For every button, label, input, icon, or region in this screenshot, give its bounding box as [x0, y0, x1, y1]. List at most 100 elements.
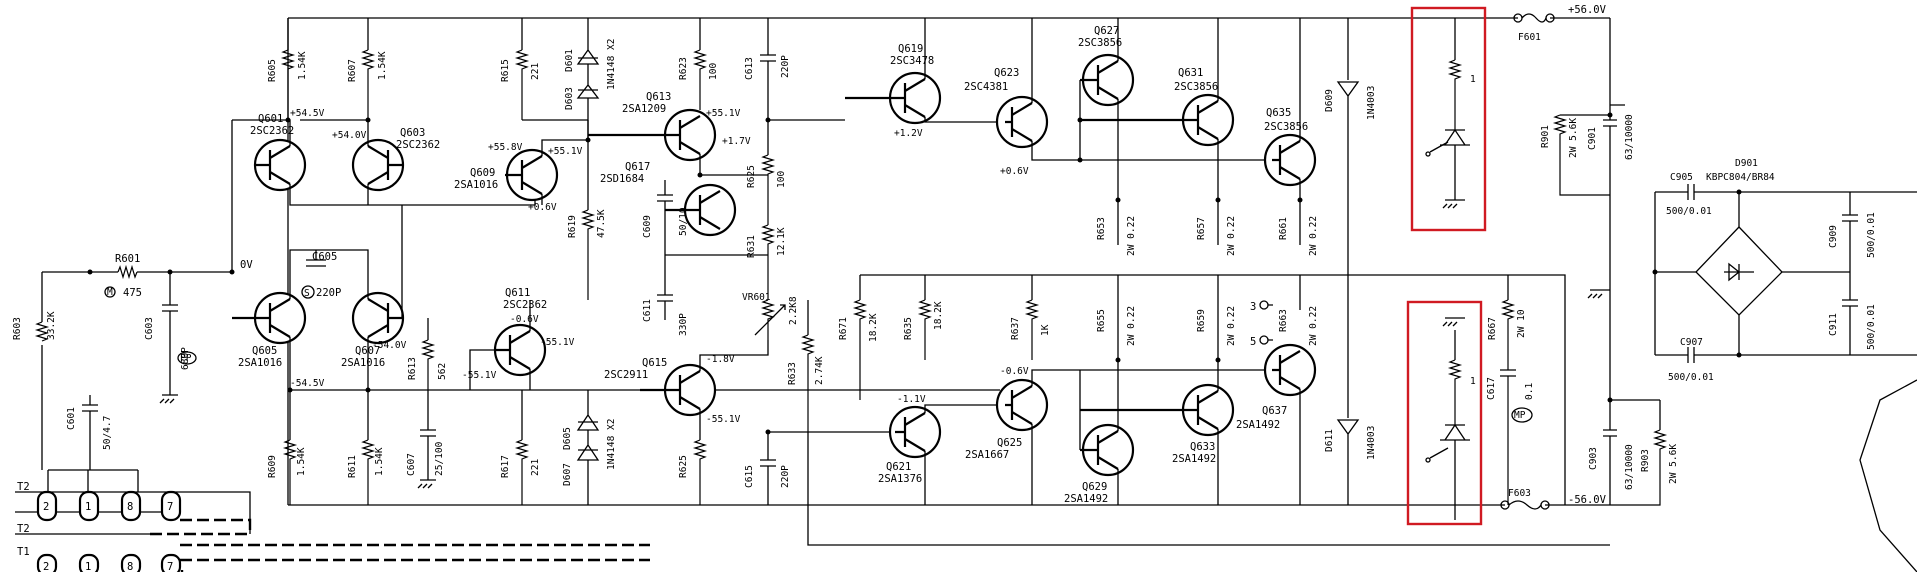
r603-label: R603 [12, 317, 23, 340]
svg-text:500/0.01: 500/0.01 [1668, 372, 1714, 383]
svg-text:1.54K: 1.54K [377, 51, 388, 80]
svg-text:2W 0.22: 2W 0.22 [1308, 306, 1319, 346]
svg-text:18.2K: 18.2K [868, 313, 879, 342]
svg-text:R659: R659 [1196, 309, 1207, 332]
svg-text:+55.8V: +55.8V [488, 142, 523, 153]
svg-text:R661: R661 [1278, 217, 1289, 240]
svg-text:2SC3856: 2SC3856 [1174, 81, 1218, 93]
svg-text:C607: C607 [406, 453, 417, 476]
svg-text:Q605: Q605 [252, 345, 277, 357]
svg-text:1.54K: 1.54K [296, 447, 307, 476]
svg-text:2SA1016: 2SA1016 [341, 357, 385, 369]
svg-text:F601: F601 [1518, 32, 1541, 43]
svg-text:Q637: Q637 [1262, 405, 1287, 417]
svg-text:R613: R613 [407, 357, 418, 380]
svg-text:C617: C617 [1486, 377, 1497, 400]
pp-marker: PP [177, 351, 197, 365]
svg-text:PP: PP [180, 353, 192, 364]
d609-d611: D609 1N4003 D611 1N4003 [1324, 18, 1377, 505]
svg-text:2W 5.6K: 2W 5.6K [1668, 444, 1679, 484]
svg-text:2SA1376: 2SA1376 [878, 473, 922, 485]
svg-text:-55.1V: -55.1V [706, 414, 741, 425]
upper-protection-block: 1 [1410, 6, 1487, 232]
svg-text:C909: C909 [1828, 225, 1839, 248]
svg-text:2W 0.22: 2W 0.22 [1126, 216, 1137, 256]
c603-label: C603 [144, 317, 155, 340]
r631-r633: R625 100 R631 12.1K [746, 120, 787, 300]
svg-text:2W 0.22: 2W 0.22 [1226, 216, 1237, 256]
svg-text:2.2K8: 2.2K8 [788, 296, 799, 325]
svg-text:2SC3478: 2SC3478 [890, 55, 934, 67]
svg-text:C907: C907 [1680, 337, 1703, 348]
fuses: F601 F603 [1500, 13, 1555, 510]
svg-text:330P: 330P [678, 313, 689, 336]
r619: R619 47.5K [567, 140, 607, 300]
svg-text:KBPC804/BR84: KBPC804/BR84 [1706, 172, 1775, 183]
svg-text:2: 2 [43, 561, 49, 572]
svg-text:221: 221 [530, 63, 541, 80]
svg-text:C911: C911 [1828, 313, 1839, 336]
svg-text:2SA1492: 2SA1492 [1172, 453, 1216, 465]
c601-value: 50/4.7 [102, 416, 113, 450]
svg-text:2SC2911: 2SC2911 [604, 369, 648, 381]
svg-text:Q627: Q627 [1094, 25, 1119, 37]
svg-text:R663: R663 [1278, 309, 1289, 332]
svg-text:2W 0.22: 2W 0.22 [1308, 216, 1319, 256]
q603-ref: Q603 [400, 127, 425, 139]
svg-text:2SD1684: 2SD1684 [600, 173, 644, 185]
svg-text:Q623: Q623 [994, 67, 1019, 79]
zero-volt-label: 0V [240, 259, 253, 271]
svg-text:Q617: Q617 [625, 161, 650, 173]
svg-text:2.74K: 2.74K [814, 356, 825, 385]
svg-text:S: S [304, 288, 310, 299]
q603-part: 2SC2362 [396, 139, 440, 151]
diodes-d601-d603: D601 1N4148 X2 D603 [564, 18, 617, 140]
svg-text:63/10000: 63/10000 [1624, 444, 1635, 490]
q601-part: 2SC2362 [250, 125, 294, 137]
svg-text:2SA1492: 2SA1492 [1236, 419, 1280, 431]
svg-text:-0.6V: -0.6V [510, 314, 539, 325]
svg-text:C605: C605 [312, 251, 337, 263]
input-section: R601 475 M R603 33.2K C603 680P PP C601 … [12, 253, 253, 470]
q611-stage: Q611 2SC2362 -0.6V -55.1V -55.1V [462, 287, 575, 390]
c603-value: 680P [180, 347, 191, 370]
svg-text:C901: C901 [1587, 127, 1598, 150]
t2-pin-1: 1 [85, 501, 91, 513]
svg-text:Q629: Q629 [1082, 481, 1107, 493]
pos-rail-label: +56.0V [1568, 4, 1607, 16]
v-54-0: +54.0V [332, 130, 367, 141]
bridge-rectifier: C905 500/0.01 D901 KBPC804/BR84 C907 500… [1654, 158, 1917, 572]
svg-text:MP: MP [1514, 410, 1526, 421]
svg-text:+0.6V: +0.6V [528, 202, 557, 213]
svg-text:Q615: Q615 [642, 357, 667, 369]
svg-text:500/0.01: 500/0.01 [1866, 304, 1877, 350]
svg-text:R615: R615 [500, 59, 511, 82]
svg-text:+1.7V: +1.7V [722, 136, 751, 147]
svg-text:1: 1 [1470, 74, 1476, 85]
svg-text:63/10000: 63/10000 [1624, 114, 1635, 160]
svg-text:2SC3856: 2SC3856 [1264, 121, 1308, 133]
c601-label: C601 [66, 407, 77, 430]
q609-stage: R615 221 Q609 2SA1016 +55.8V +55.1V +0.6… [454, 18, 589, 213]
neg-rail-label: -56.0V [1568, 494, 1607, 506]
svg-text:562: 562 [437, 363, 448, 380]
svg-text:D611: D611 [1324, 429, 1335, 452]
svg-text:R617: R617 [500, 455, 511, 478]
t2-pin-2: 2 [43, 501, 49, 513]
svg-text:18.2K: 18.2K [933, 301, 944, 330]
svg-text:1N4003: 1N4003 [1366, 426, 1377, 460]
svg-text:220P: 220P [780, 465, 791, 488]
svg-text:Q625: Q625 [997, 437, 1022, 449]
svg-text:221: 221 [530, 459, 541, 476]
svg-text:2SC2362: 2SC2362 [503, 299, 547, 311]
diff-pair-lower: Q605 2SA1016 Q607 2SA1016 C605 220P S -5… [232, 205, 1000, 391]
svg-text:D609: D609 [1324, 89, 1335, 112]
t2-label-top: T2 [17, 481, 30, 493]
output-lower: Q637 2SA1492 Q633 2SA1492 Q629 2SA1492 [1064, 343, 1317, 505]
r609-r611: R609 1.54K R611 1.54K C607 25/100 R613 5… [267, 318, 448, 505]
r605-r607: R605 1.54K R607 1.54K [267, 18, 388, 120]
svg-text:R625: R625 [678, 455, 689, 478]
r635: R633 2.74K [787, 300, 1610, 546]
svg-text:50/10: 50/10 [678, 207, 689, 236]
svg-text:D603: D603 [564, 87, 575, 110]
